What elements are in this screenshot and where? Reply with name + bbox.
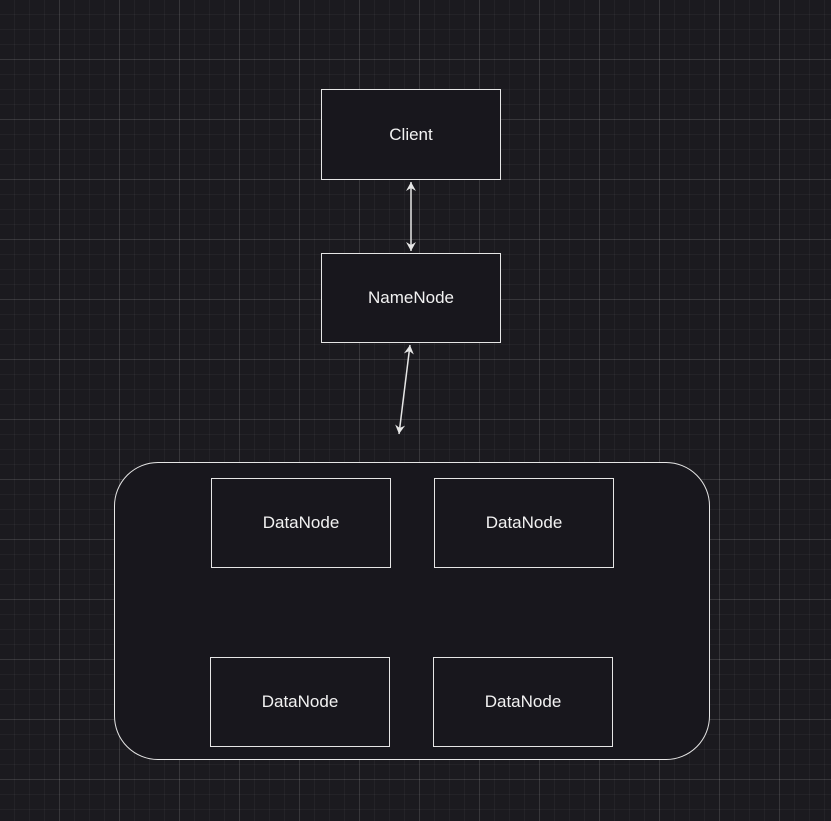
- datanode-label-1: DataNode: [262, 513, 340, 532]
- datanode-label-4: DataNode: [484, 692, 562, 711]
- client-label: Client: [389, 124, 433, 144]
- datanode-node-4[interactable]: DataNode: [433, 657, 613, 747]
- namenode-node[interactable]: NameNode: [321, 253, 501, 343]
- datanode-node-1[interactable]: DataNode: [211, 478, 391, 568]
- client-node[interactable]: Client: [321, 89, 501, 180]
- namenode-label: NameNode: [368, 288, 454, 307]
- namenode-cluster-connector[interactable]: [395, 344, 414, 435]
- datanode-label-2: DataNode: [485, 513, 563, 532]
- datanode-node-3[interactable]: DataNode: [210, 657, 390, 747]
- datanode-label-3: DataNode: [261, 692, 339, 711]
- datanode-node-2[interactable]: DataNode: [434, 478, 614, 568]
